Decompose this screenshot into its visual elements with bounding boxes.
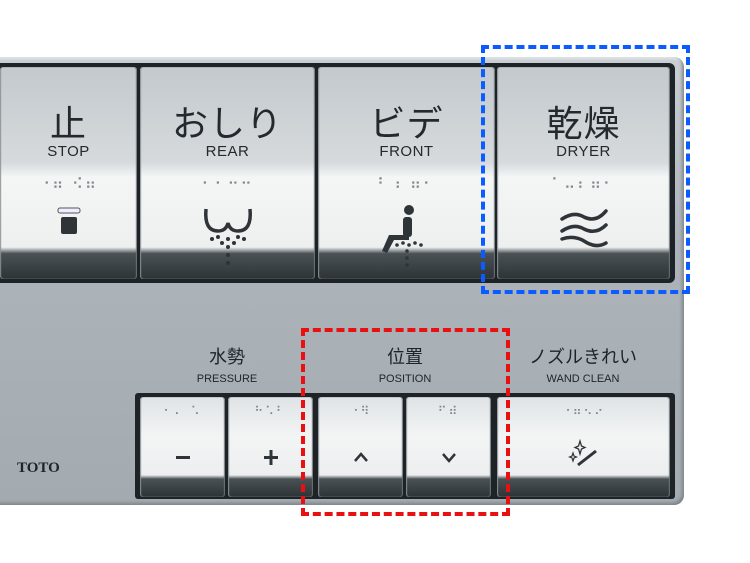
wand-clean-label-jp: ノズルきれい bbox=[529, 347, 637, 368]
plus-icon bbox=[263, 450, 278, 465]
stop-label-jp: 止 bbox=[49, 104, 87, 145]
wand-clean-group-label: ノズルきれい WAND CLEAN bbox=[508, 343, 658, 385]
front-label-en: FRONT bbox=[379, 143, 434, 160]
dryer-icon bbox=[559, 209, 608, 248]
dryer-label-jp: 乾燥 bbox=[546, 104, 621, 145]
dryer-highlight-box bbox=[481, 45, 690, 294]
rear-label-en: REAR bbox=[205, 143, 250, 160]
stop-button[interactable]: 止 STOP ⠐⠶ ⠪⠶ bbox=[0, 67, 137, 279]
braille: ⠂⠄ ⠡ bbox=[163, 404, 202, 418]
front-label-jp: ビデ bbox=[369, 104, 444, 145]
pressure-minus-button[interactable]: ⠂⠄ ⠡ bbox=[140, 397, 225, 497]
wand-clean-label-en: WAND CLEAN bbox=[546, 373, 620, 385]
position-down-button[interactable]: ⠋⠾ bbox=[406, 397, 491, 497]
stop-label-en: STOP bbox=[47, 143, 90, 160]
braille: ⠐⠶ ⠪⠶ bbox=[39, 175, 98, 193]
wand-clean-icon bbox=[567, 439, 597, 467]
dryer-label-en: DRYER bbox=[556, 143, 611, 160]
minus-icon bbox=[175, 456, 190, 459]
pressure-label-jp: 水勢 bbox=[209, 347, 245, 368]
toto-logo: TOTO bbox=[17, 460, 60, 476]
front-wash-icon bbox=[381, 205, 423, 267]
pressure-group-label: 水勢 PRESSURE bbox=[177, 343, 277, 385]
rear-label-jp: おしり bbox=[171, 104, 283, 145]
braille: ⠂⠂⠒⠒ bbox=[201, 175, 254, 193]
chevron-up-icon bbox=[353, 452, 368, 462]
braille: ⠐⠻ bbox=[349, 404, 372, 418]
position-label-en: POSITION bbox=[378, 373, 432, 385]
position-label-jp: 位置 bbox=[387, 347, 423, 368]
position-group-label: 位置 POSITION bbox=[355, 343, 455, 385]
front-button[interactable]: ビデ FRONT ⠃⠰ ⠶⠂ bbox=[318, 67, 495, 279]
rear-wash-icon bbox=[203, 208, 252, 265]
position-up-button[interactable]: ⠐⠻ bbox=[318, 397, 403, 497]
braille: ⠃⠰ ⠶⠂ bbox=[377, 175, 436, 193]
wand-clean-button[interactable]: ⠐⠶⠢⠔ bbox=[497, 397, 670, 497]
chevron-down-icon bbox=[441, 453, 456, 463]
braille: ⠋⠾ bbox=[437, 404, 460, 418]
stop-icon bbox=[57, 207, 80, 234]
braille: ⠁⠤⠆⠶⠂ bbox=[551, 175, 616, 193]
pressure-label-en: PRESSURE bbox=[196, 373, 258, 385]
braille: ⠓⠡⠃ bbox=[254, 404, 287, 418]
dryer-button[interactable]: 乾燥 DRYER ⠁⠤⠆⠶⠂ bbox=[497, 67, 670, 279]
braille: ⠐⠶⠢⠔ bbox=[561, 404, 606, 418]
pressure-plus-button[interactable]: ⠓⠡⠃ bbox=[228, 397, 313, 497]
position-highlight-box bbox=[301, 328, 510, 516]
rear-button[interactable]: おしり REAR ⠂⠂⠒⠒ bbox=[140, 67, 315, 279]
